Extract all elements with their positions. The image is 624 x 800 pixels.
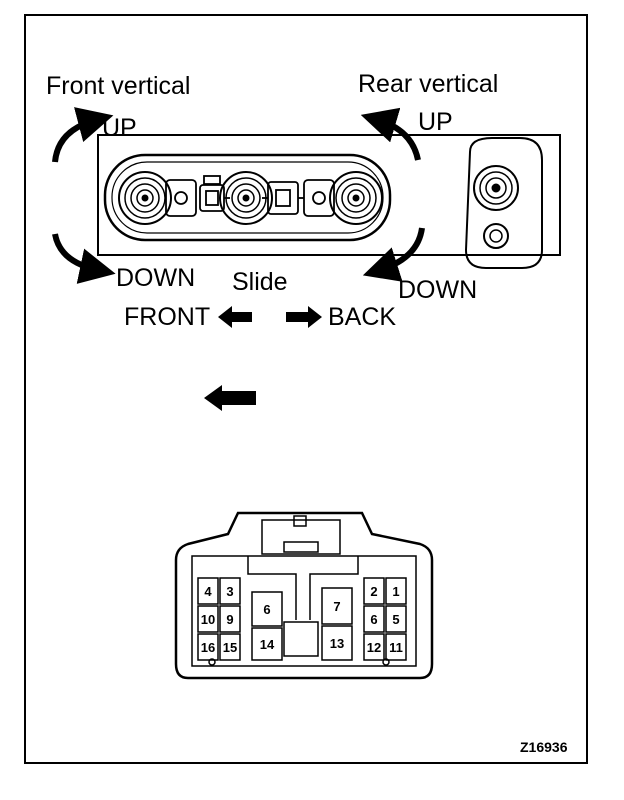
pin-3: 3 <box>226 584 233 599</box>
slide-label: Slide <box>232 268 288 296</box>
pin-12: 12 <box>367 640 381 655</box>
pin-4: 4 <box>204 584 212 599</box>
front-vertical-label: Front vertical <box>46 72 191 100</box>
front-up-label: UP <box>102 114 137 142</box>
pin-11: 11 <box>389 640 403 655</box>
pin-10: 10 <box>201 612 215 627</box>
pin-6-right: 6 <box>370 612 377 627</box>
front-down-arrow <box>52 233 116 284</box>
direction-arrow <box>204 385 256 411</box>
figure-code: Z16936 <box>520 739 568 755</box>
front-label: FRONT <box>124 303 211 331</box>
pin-2: 2 <box>370 584 377 599</box>
pin-7: 7 <box>333 599 340 614</box>
connector-pin-numbers: 4 3 10 9 16 15 6 14 7 13 2 1 6 5 12 11 <box>201 584 403 655</box>
rear-vertical-label: Rear vertical <box>358 70 499 98</box>
pin-5: 5 <box>392 612 399 627</box>
rear-down-label: DOWN <box>398 276 478 304</box>
seat-switch-body <box>97 134 561 256</box>
connector-housing <box>174 511 434 680</box>
rear-vertical-knob <box>329 171 383 225</box>
slide-back-arrow <box>286 306 322 328</box>
pin-13: 13 <box>330 636 344 651</box>
front-up-arrow <box>52 107 114 163</box>
front-vertical-knob <box>118 171 172 225</box>
pin-1: 1 <box>392 584 399 599</box>
back-label: BACK <box>328 303 397 331</box>
front-down-label: DOWN <box>116 264 196 292</box>
switch-linkage <box>165 175 335 217</box>
pin-15: 15 <box>223 640 237 655</box>
pin-6: 6 <box>263 602 270 617</box>
rear-down-arrow <box>362 227 425 282</box>
rear-up-arrow <box>360 107 421 161</box>
rear-switch-knob <box>464 137 543 269</box>
pin-16: 16 <box>201 640 215 655</box>
connector-pin-cavities <box>197 577 407 661</box>
pin-9: 9 <box>226 612 233 627</box>
pin-14: 14 <box>260 637 275 652</box>
slide-front-arrow <box>218 306 252 328</box>
rear-up-label: UP <box>418 108 453 136</box>
